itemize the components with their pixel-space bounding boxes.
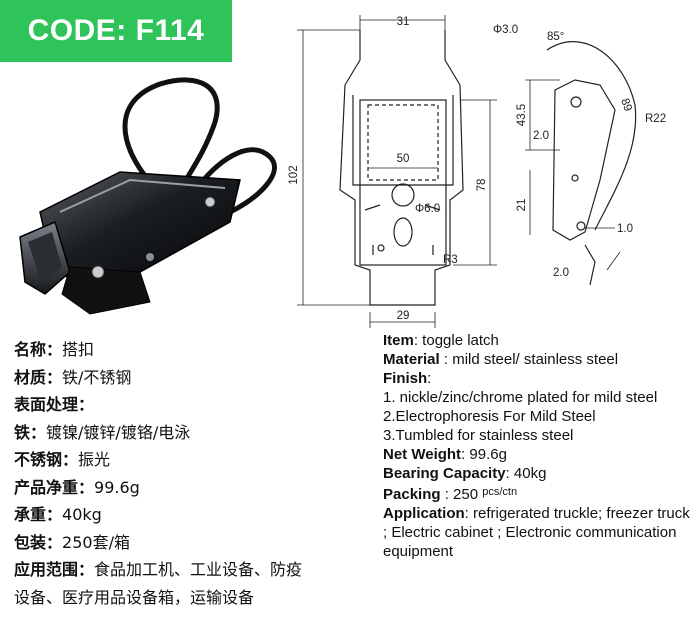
product-photo — [19, 77, 277, 315]
technical-drawing: 31 50 29 102 78 Φ6.0 R3 Φ3.0 85° 43.5 2.… — [288, 15, 666, 328]
dim-bottom-width: 29 — [397, 310, 410, 322]
dim-angle: 85° — [547, 31, 564, 43]
spec-row-iron: 铁：镀镍/镀锌/镀铬/电泳 — [14, 422, 191, 442]
spec-row-stainless: 不锈钢：振光 — [14, 450, 111, 469]
dim-radius-large: R22 — [645, 113, 666, 125]
dim-side-one: 1.0 — [617, 223, 633, 235]
dim-side-bottom: 2.0 — [553, 267, 569, 279]
spec-finish: Finish: — [383, 370, 432, 387]
spec-row-capacity: 承重：40kg — [14, 505, 102, 524]
spec-finish-1: 1. nickle/zinc/chrome plated for mild st… — [383, 389, 658, 406]
spec-application: Application: refrigerated truckle; freez… — [383, 505, 690, 560]
spec-row-name: 名称：搭扣 — [14, 340, 95, 359]
dim-radius-small: R3 — [443, 254, 458, 266]
product-code-badge: CODE: F114 — [0, 0, 232, 62]
front-view-outline — [339, 30, 464, 306]
spec-packing: Packing : 250 pcs/ctn — [383, 486, 518, 503]
spec-finish-3: 3.Tumbled for stainless steel — [383, 427, 574, 444]
side-view-outline — [552, 79, 616, 241]
dim-total-height: 102 — [288, 165, 300, 184]
chinese-spec-list: 名称：搭扣 材质：铁/不锈钢 表面处理： 铁：镀镍/镀锌/镀铬/电泳 不锈钢：振… — [14, 336, 374, 611]
spec-net-weight: Net Weight: 99.6g — [383, 446, 507, 463]
spec-finish-2: 2.Electrophoresis For Mild Steel — [383, 408, 596, 425]
spec-row-packing: 包装：250套/箱 — [14, 532, 130, 552]
dim-side-lower: 21 — [516, 199, 528, 212]
spec-material: Material : mild steel/ stainless steel — [383, 351, 619, 368]
dim-side-thick: 2.0 — [533, 130, 549, 142]
dim-lower-height: 78 — [476, 179, 488, 192]
dim-wire-dia: Φ3.0 — [493, 24, 518, 36]
rivet — [91, 265, 105, 279]
spec-row-surface: 表面处理： — [14, 395, 95, 414]
spec-bearing-capacity: Bearing Capacity: 40kg — [383, 465, 547, 482]
spec-row-application: 应用范围：食品加工机、工业设备、防疫 — [14, 560, 303, 579]
lever-body — [39, 171, 241, 278]
dim-inner-width: 50 — [397, 153, 410, 165]
dim-side-89: 89 — [618, 97, 634, 113]
spec-row-application-cont: 设备、医疗用品设备箱，运输设备 — [14, 587, 255, 607]
spec-row-weight: 产品净重：99.6g — [14, 477, 140, 497]
rivet — [204, 196, 216, 208]
spec-row-material: 材质：铁/不锈钢 — [14, 367, 132, 387]
dim-side-upper: 43.5 — [516, 104, 528, 126]
wire-loop — [122, 77, 220, 192]
dim-width-top: 31 — [397, 16, 410, 28]
spec-item: Item: toggle latch — [383, 332, 499, 349]
dim-hole: Φ6.0 — [415, 203, 440, 215]
english-spec-list: Item: toggle latch Material : mild steel… — [383, 331, 698, 561]
